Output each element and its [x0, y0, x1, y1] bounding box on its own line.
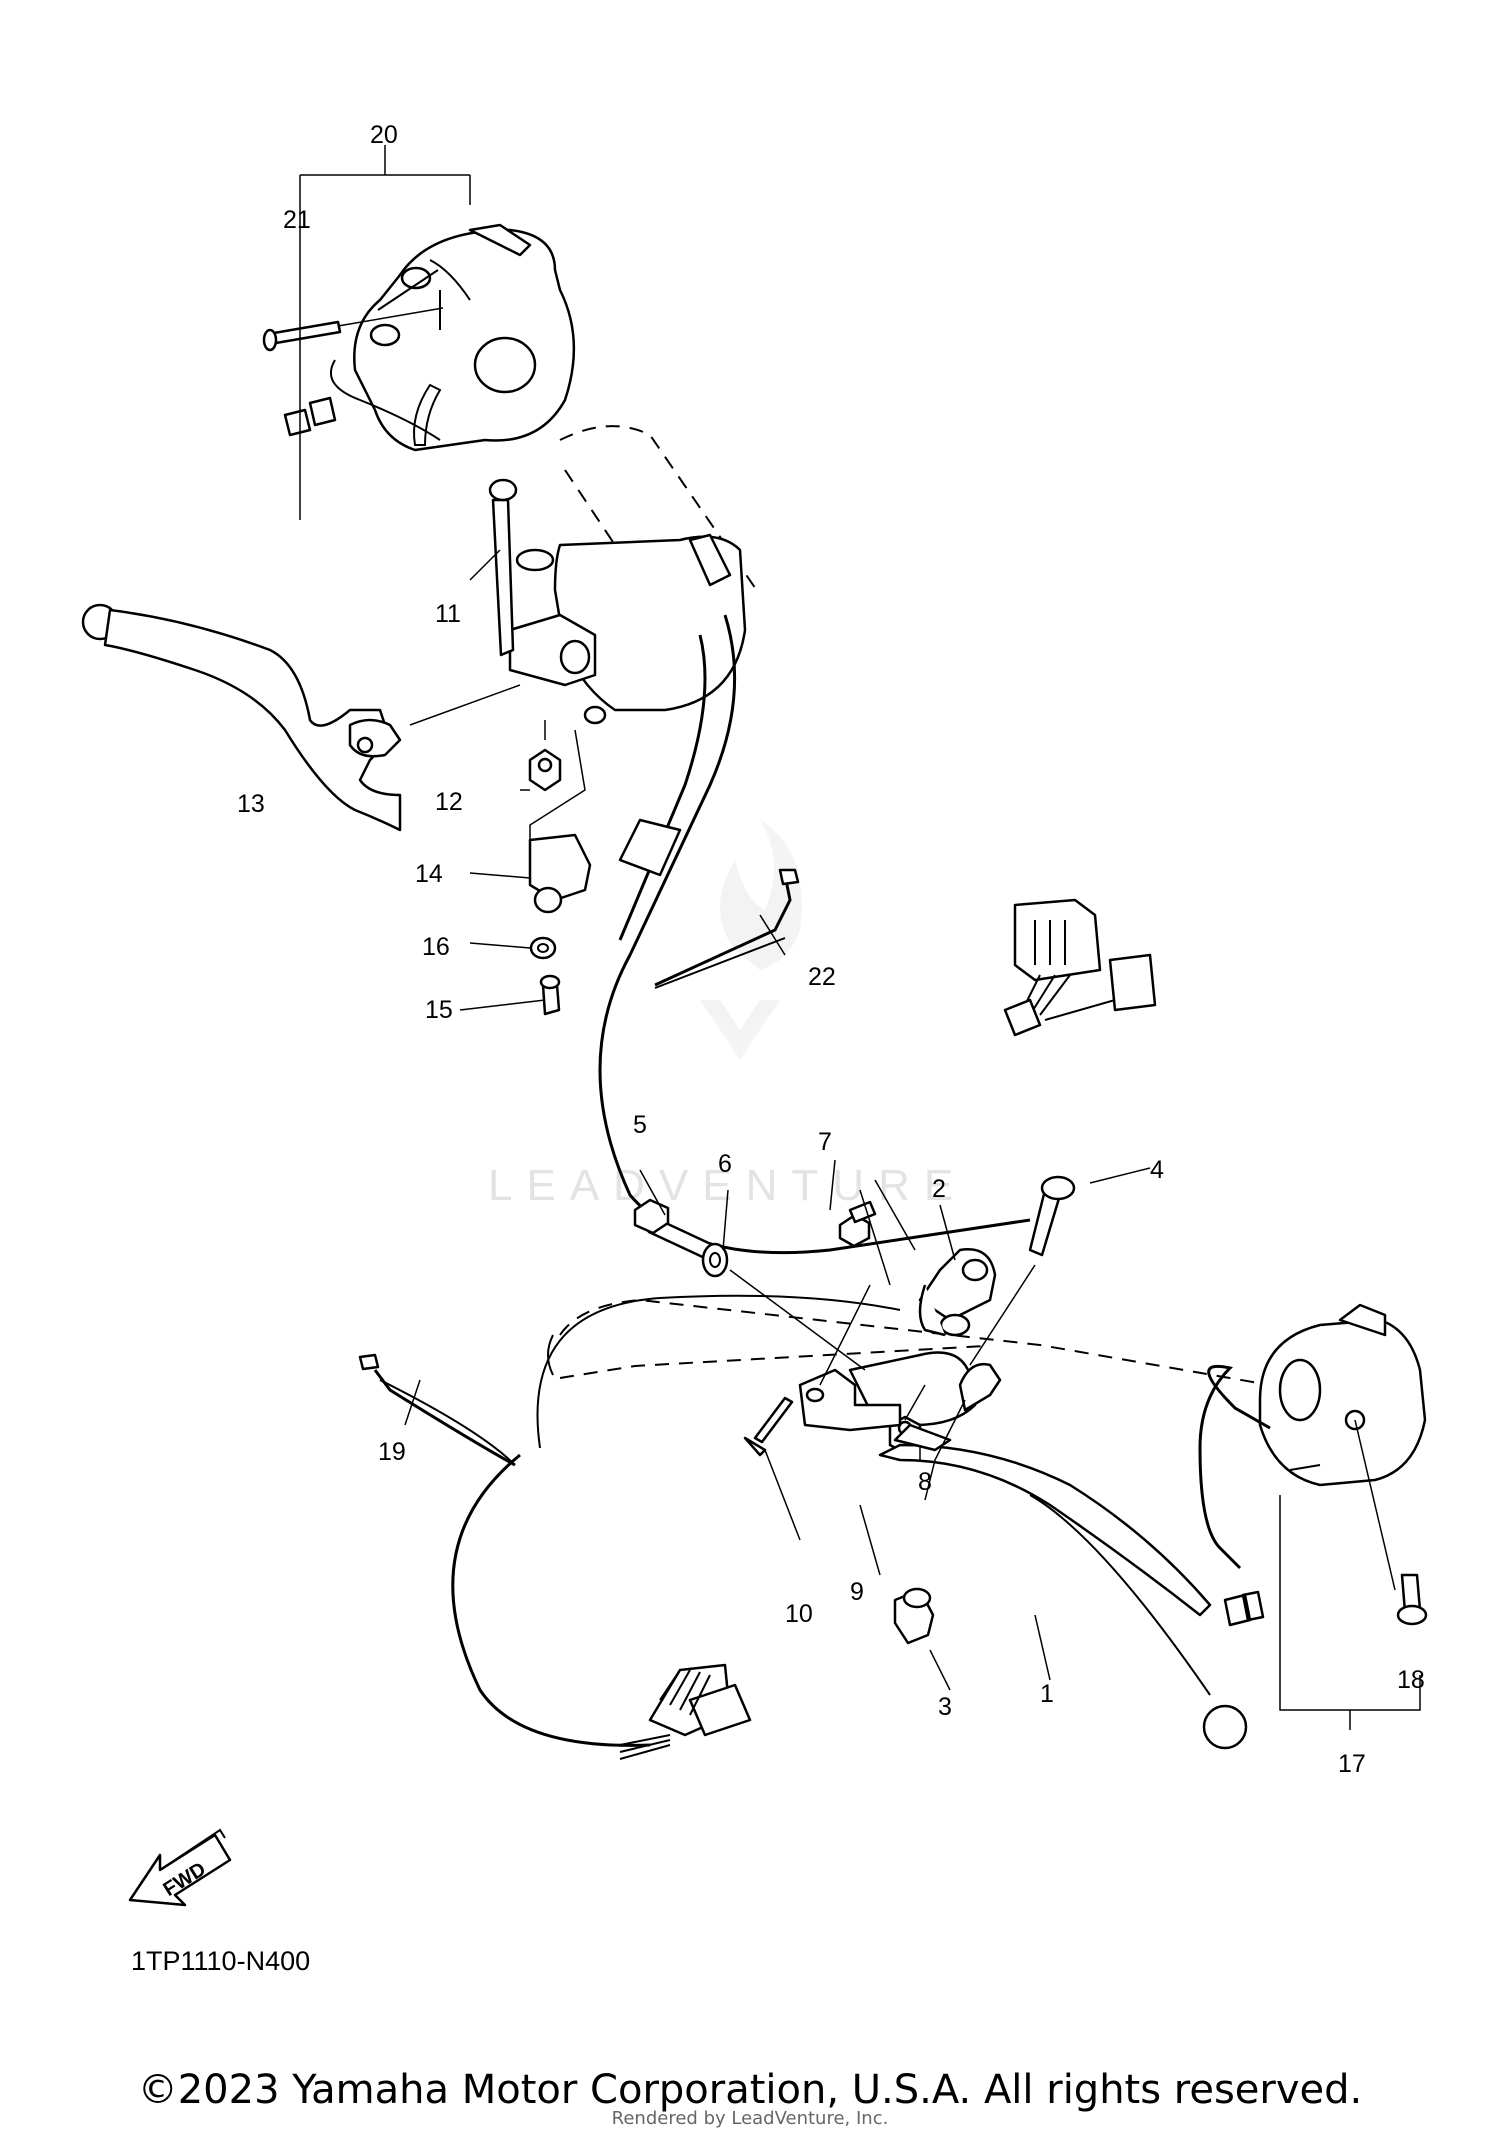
- master-cylinder: [508, 533, 747, 725]
- cable-tie-upper: [654, 868, 800, 989]
- watermark-text: LEADVENTURE: [488, 1161, 967, 1210]
- callout-18: 18: [1397, 1666, 1425, 1694]
- left-handlebar-switch: [353, 223, 576, 452]
- callout-4: 4: [1150, 1156, 1164, 1184]
- pivot-bolt-upper: [488, 478, 518, 657]
- callout-22: 22: [808, 963, 836, 991]
- callout-12: 12: [435, 788, 463, 816]
- right-handlebar-switch: [1258, 1303, 1427, 1487]
- switch-screw-lower: [1396, 1573, 1428, 1626]
- brake-lever-upper: [81, 603, 402, 832]
- callout-20: 20: [370, 121, 398, 149]
- callout-8: 8: [918, 1468, 932, 1496]
- callout-15: 15: [425, 996, 453, 1024]
- copyright-notice: ©2023 Yamaha Motor Corporation, U.S.A. A…: [137, 2067, 1363, 2113]
- callout-9: 9: [850, 1578, 864, 1606]
- cable-tie-lower: [358, 1353, 516, 1467]
- callout-13: 13: [237, 790, 265, 818]
- watermark-logo: [700, 820, 802, 1060]
- lower-connector: [619, 1663, 752, 1760]
- callout-21: 21: [283, 206, 311, 234]
- screw-switch-lower: [743, 1396, 794, 1457]
- clutch-lever: [878, 1362, 1248, 1750]
- callout-2: 2: [932, 1175, 946, 1203]
- diagram-code: 1TP1110-N400: [131, 1946, 310, 1976]
- pivot-bolt-lower: [1028, 1175, 1076, 1257]
- callout-14: 14: [415, 860, 443, 888]
- callout-17: 17: [1338, 1750, 1366, 1778]
- screw-lower: [838, 1200, 877, 1248]
- callout-1: 1: [1040, 1680, 1054, 1708]
- callout-5: 5: [633, 1111, 647, 1139]
- callout-11: 11: [435, 600, 461, 628]
- washer-lower: [701, 1242, 729, 1278]
- callout-3: 3: [938, 1693, 952, 1721]
- upper-connector: [1003, 898, 1157, 1037]
- callout-19: 19: [378, 1438, 406, 1466]
- brake-switch-upper: [528, 833, 592, 914]
- clutch-switch: [798, 1368, 902, 1432]
- forward-arrow-icon: FWD: [128, 1828, 232, 1907]
- screw-upper: [539, 974, 561, 1016]
- washer-upper: [529, 936, 557, 960]
- callout-10: 10: [785, 1600, 813, 1628]
- bushing: [893, 1587, 935, 1645]
- callout-7: 7: [818, 1128, 832, 1156]
- rendered-by-note: Rendered by LeadVenture, Inc.: [611, 2108, 889, 2129]
- callout-16: 16: [422, 933, 450, 961]
- callout-6: 6: [718, 1150, 732, 1178]
- nut-upper: [528, 748, 562, 792]
- switch-screw: [262, 320, 342, 352]
